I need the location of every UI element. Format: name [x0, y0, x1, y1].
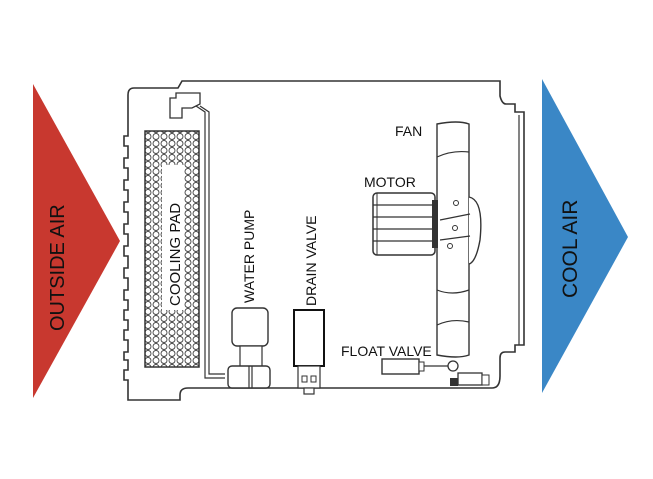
cooling-pad-label: COOLING PAD — [167, 203, 184, 306]
drain-valve-label: DRAIN VALVE — [303, 215, 319, 306]
fan-hub — [468, 196, 482, 265]
cooler-housing — [123, 80, 525, 401]
fan-blades — [436, 121, 470, 358]
float-valve-label: FLOAT VALVE — [341, 343, 432, 359]
water-pipe — [195, 105, 225, 379]
outside-air-arrow — [33, 84, 120, 398]
outside-air-label: OUTSIDE AIR — [47, 204, 69, 331]
water-pump-body — [231, 307, 269, 347]
fan-label: FAN — [395, 123, 422, 139]
cooling-pad-label-bg — [162, 165, 184, 310]
cool-air-label: COOL AIR — [559, 200, 582, 298]
motor-endcap — [432, 200, 438, 248]
cool-air-arrow — [542, 79, 628, 393]
motor-body — [372, 192, 436, 256]
motor-label: MOTOR — [364, 174, 416, 190]
water-distributor — [169, 92, 201, 119]
water-pump-label: WATER PUMP — [241, 210, 257, 303]
float-valve-body — [457, 372, 483, 386]
drain-valve-body — [293, 309, 325, 367]
water-pump-neck — [239, 345, 263, 369]
float-ball — [381, 358, 420, 375]
